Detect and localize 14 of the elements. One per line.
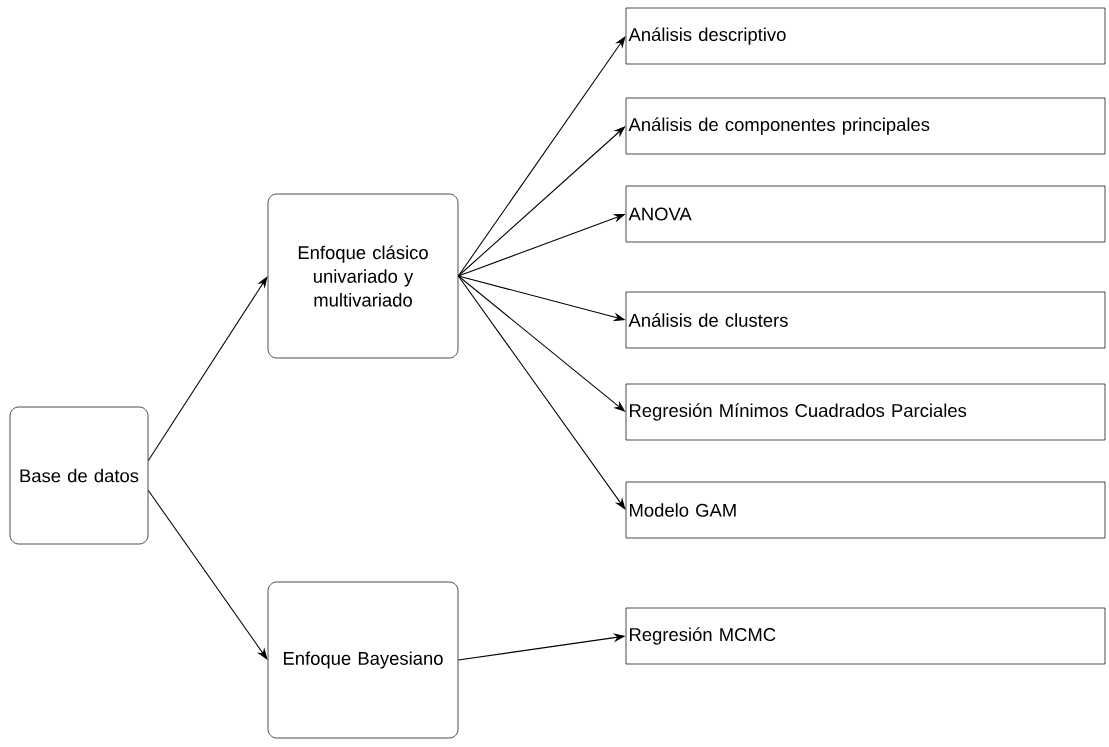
arrow xyxy=(147,276,268,462)
result-box: Regresión Mínimos Cuadrados Parciales xyxy=(625,383,1106,441)
result-box: ANOVA xyxy=(625,185,1106,243)
result-box: Regresión MCMC xyxy=(625,607,1106,665)
arrow xyxy=(457,275,626,510)
result-box: Análisis descriptivo xyxy=(625,7,1106,65)
process-box: Enfoque Bayesiano xyxy=(267,581,459,739)
arrow xyxy=(457,36,626,277)
process-box: Base de datos xyxy=(9,406,149,545)
arrow xyxy=(147,490,268,660)
result-box: Análisis de clusters xyxy=(625,291,1106,349)
result-box: Modelo GAM xyxy=(625,481,1106,539)
result-box: Análisis de componentes principales xyxy=(625,97,1106,155)
process-box: Enfoque clásico univariado y multivariado xyxy=(267,193,459,359)
